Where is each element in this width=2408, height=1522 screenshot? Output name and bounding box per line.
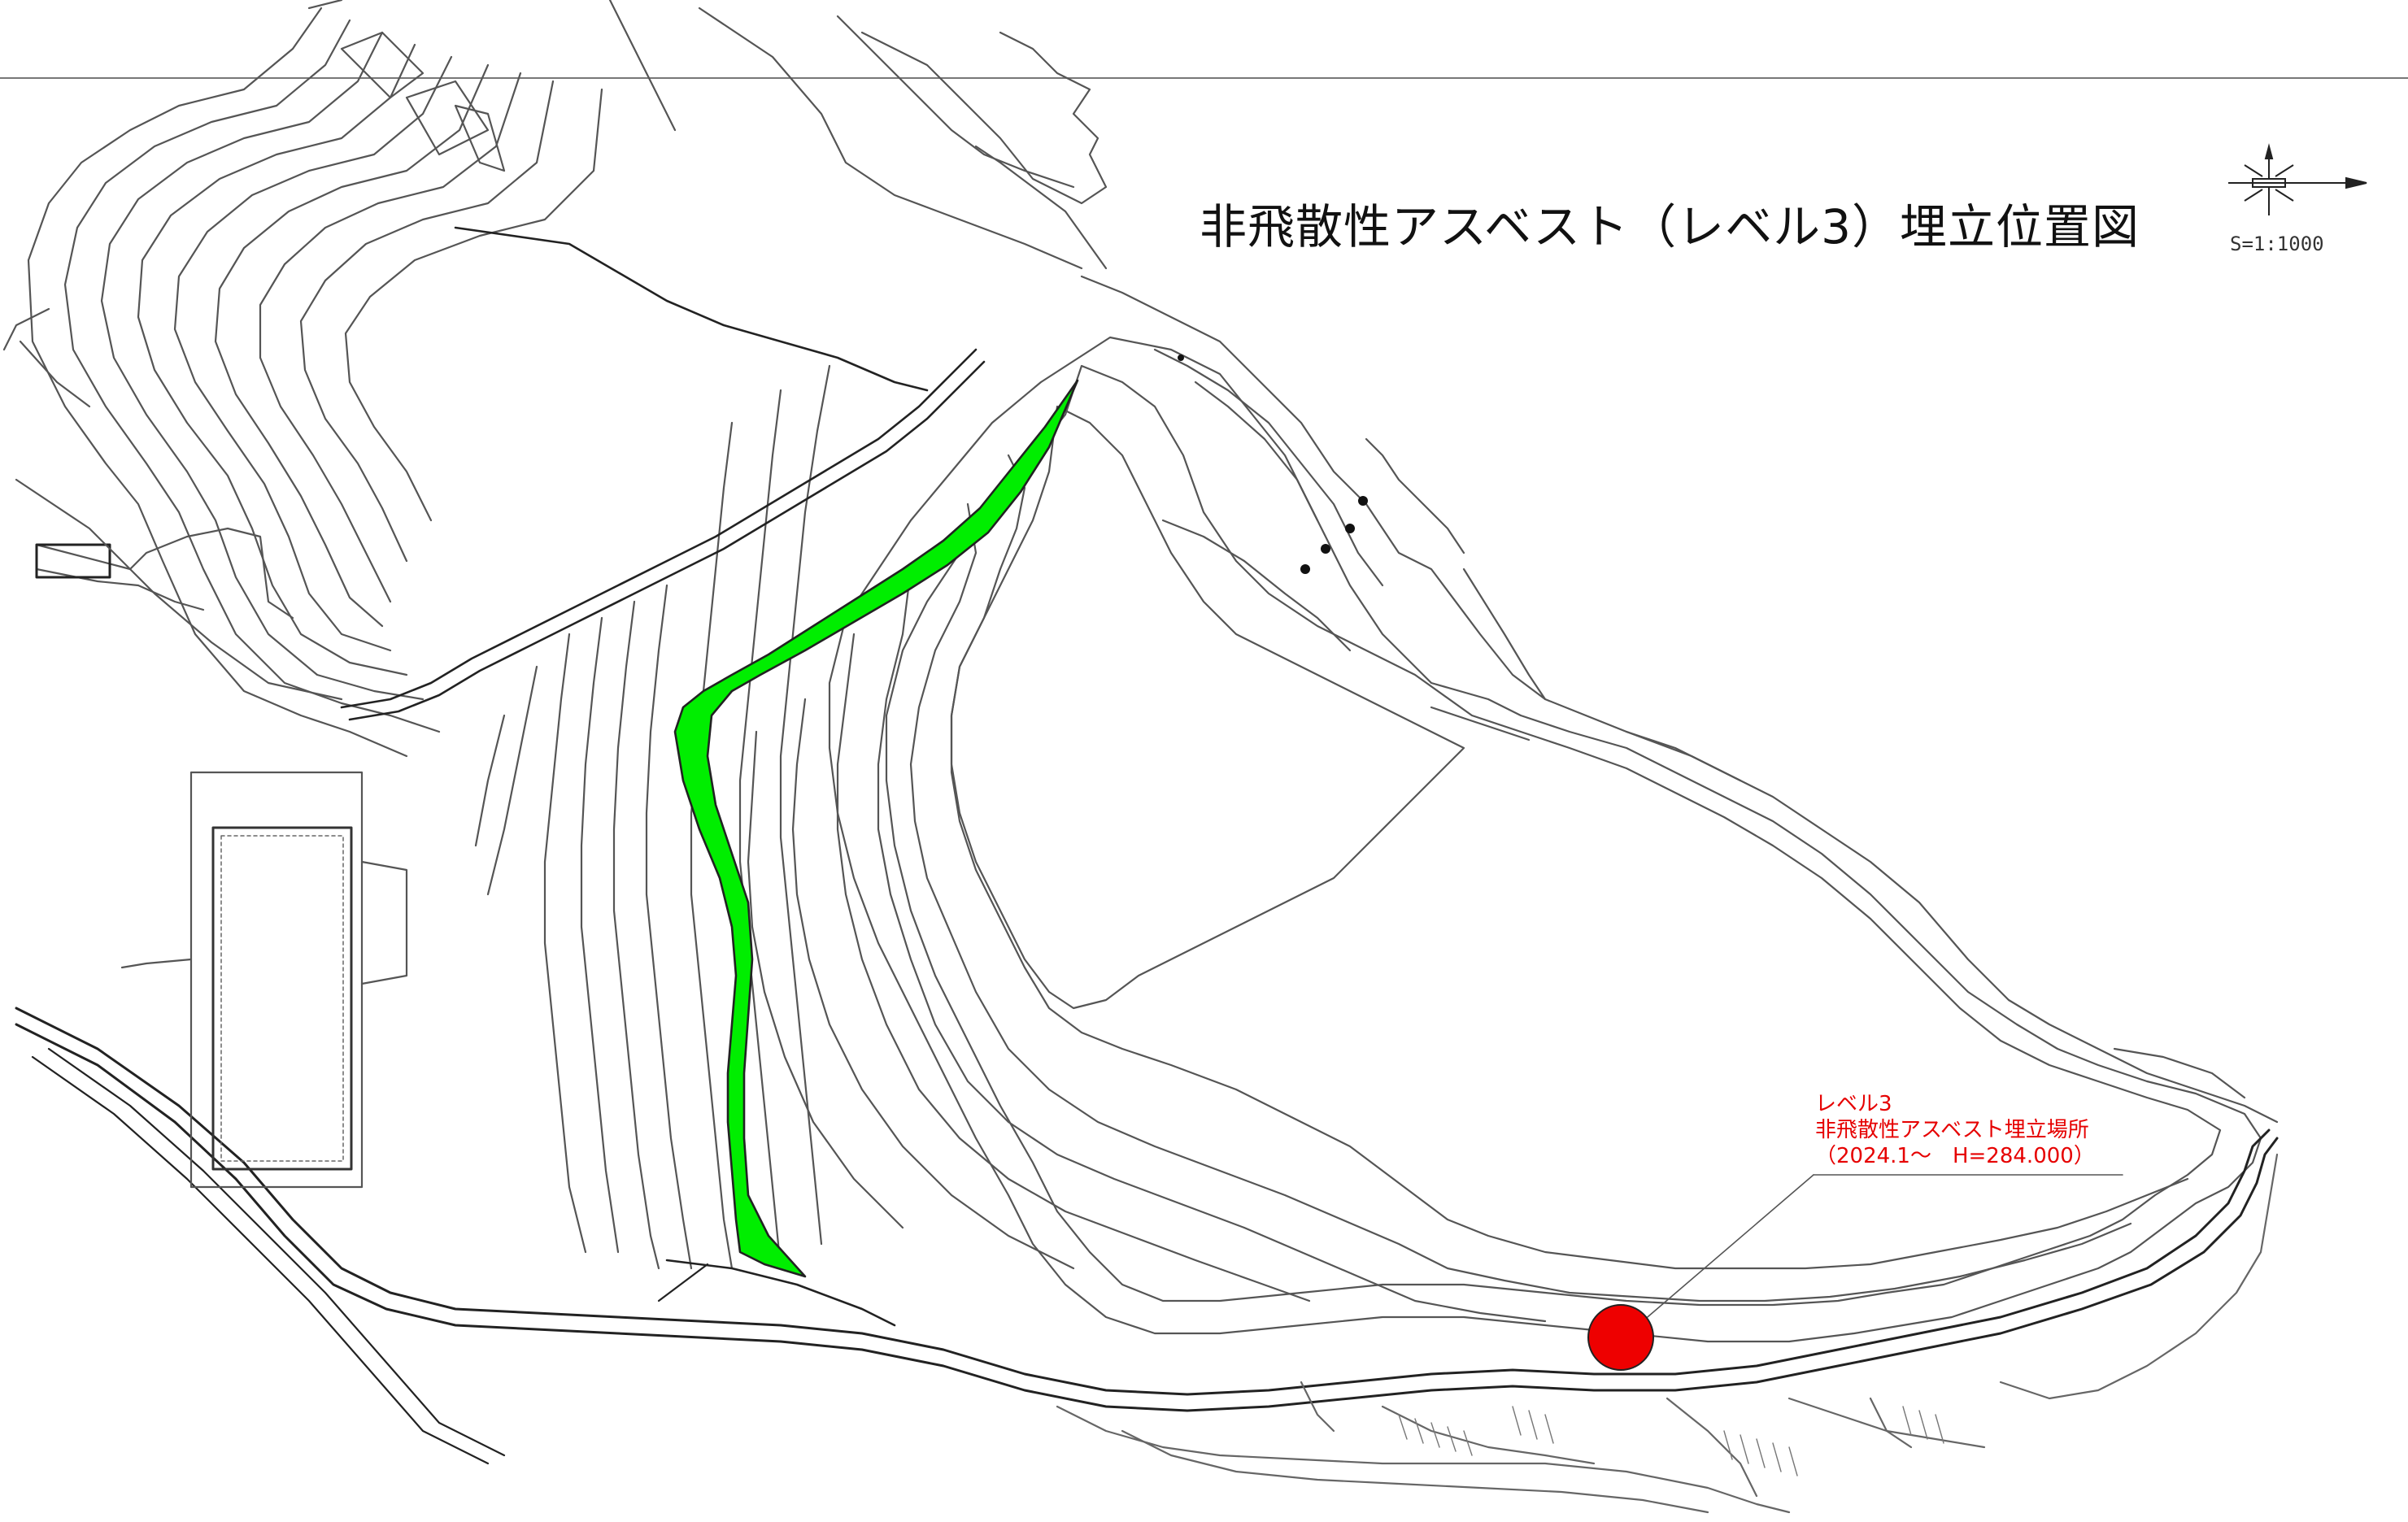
top-structures (307, 0, 1083, 270)
left-building (120, 771, 408, 1189)
site-label-date-height: （2024.1～ H=284.000） (1815, 1144, 2095, 1168)
left-entry-structure (15, 478, 343, 701)
site-label: レベル3 非飛散性アスベスト埋立場所 （2024.1～ H=284.000） (1815, 1091, 2095, 1169)
pit-contours (747, 336, 2262, 1343)
ridge-markers (1178, 354, 1368, 574)
north-arrow-icon (2228, 143, 2367, 215)
site-marker-icon (1587, 1304, 1654, 1371)
map-title: 非飛散性アスベスト（レベル3）埋立位置図 (1200, 199, 2140, 254)
right-ridge-terraces (860, 31, 2279, 1124)
green-zone (673, 379, 1079, 1278)
haul-road (15, 226, 2279, 1465)
slope-hatching (1398, 1406, 1944, 1476)
basin-edge-details (1161, 519, 2246, 1099)
map-scale: S=1:1000 (2230, 233, 2324, 255)
upper-left-contours (2, 7, 603, 758)
site-leader-diagonal (1642, 1174, 1814, 1322)
site-label-level: レベル3 (1815, 1092, 1892, 1116)
bottom-slope-contours (1056, 1153, 2279, 1514)
site-label-description: 非飛散性アスベスト埋立場所 (1815, 1118, 2089, 1142)
